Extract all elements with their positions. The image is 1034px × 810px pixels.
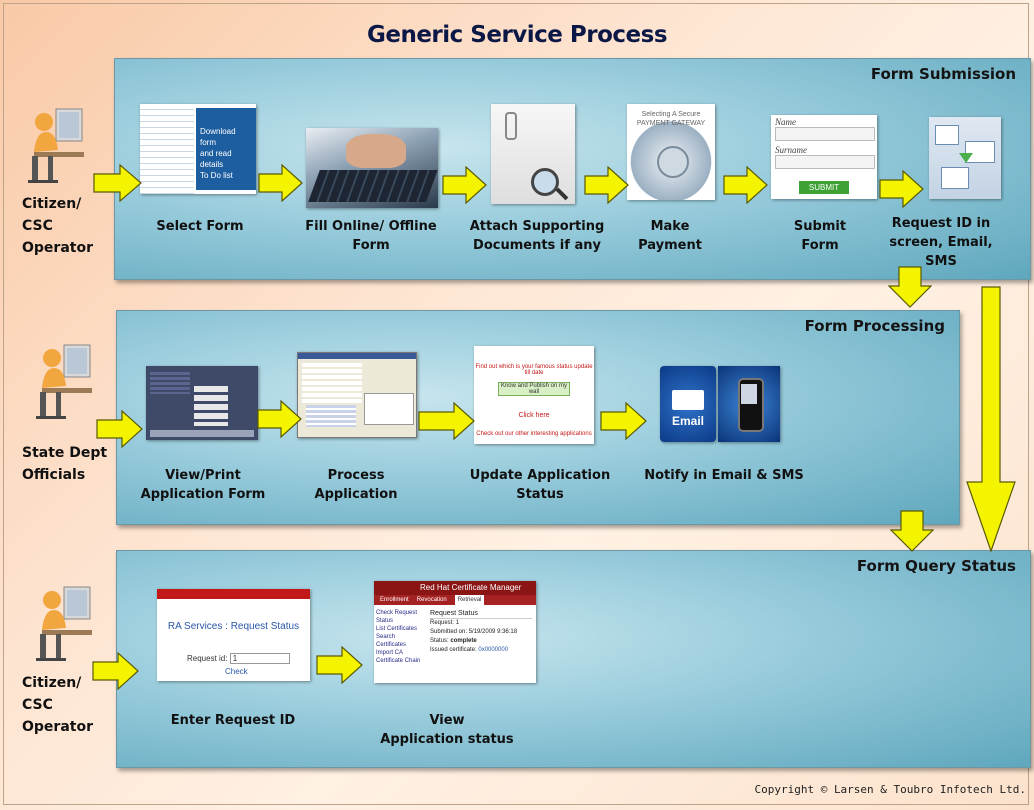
person-at-computer-icon xyxy=(36,586,92,661)
step-label-submit-form: Submit Form xyxy=(793,219,847,253)
panel-title: Form Processing xyxy=(804,317,945,335)
attach-document-image xyxy=(491,104,575,204)
arrow-right-icon xyxy=(93,164,142,202)
arrow-right-icon xyxy=(96,410,143,448)
step-label-update-status: Update Application Status xyxy=(469,468,611,502)
actor-citizen-csc-operator: Citizen/ CSC Operator xyxy=(22,196,93,256)
step-label-select-form: Select Form xyxy=(156,219,244,234)
step-label-enter-request-id: Enter Request ID xyxy=(170,713,296,728)
step-label-process-application: Process Application xyxy=(314,468,398,502)
keyboard-typing-image xyxy=(306,128,438,208)
view-application-form-image xyxy=(146,366,258,440)
arrow-right-icon xyxy=(879,170,924,208)
arrow-right-icon xyxy=(316,646,363,684)
update-status-image: Find out which is your famous status upd… xyxy=(474,346,594,444)
panel-title: Form Submission xyxy=(870,65,1016,83)
payment-gateway-image: Selecting A Secure PAYMENT GATEWAY xyxy=(627,104,715,200)
form-submission-panel: Form Submission xyxy=(114,58,1031,280)
arrow-right-icon xyxy=(418,402,475,440)
step-label-request-id: Request ID in screen, Email, SMS xyxy=(889,216,993,269)
mobile-sms-icon-image xyxy=(718,366,780,442)
submit-button: SUBMIT xyxy=(799,181,849,194)
actor-state-dept-officials: State Dept Officials xyxy=(22,445,108,483)
arrow-right-icon xyxy=(723,166,768,204)
step-label-notify: Notify in Email & SMS xyxy=(644,468,804,483)
select-form-image: Download form and read details To Do lis… xyxy=(140,104,256,194)
step-label-view-print: View/Print Application Form xyxy=(140,468,266,502)
arrow-down-icon xyxy=(888,266,932,308)
request-id-screen-image xyxy=(929,117,1001,199)
arrow-right-icon xyxy=(600,402,647,440)
email-icon-image: Email xyxy=(660,366,716,442)
step-label-attach-documents: Attach Supporting Documents if any xyxy=(469,219,605,253)
request-status-form-image: RA Services : Request Status Request id:… xyxy=(157,589,310,681)
process-application-dialog-image xyxy=(297,352,417,438)
step-label-make-payment: Make Payment xyxy=(638,219,702,253)
actor-citizen-csc-operator: Citizen/ CSC Operator xyxy=(22,675,93,735)
certificate-manager-image: Red Hat Certificate Manager Enrollment R… xyxy=(374,581,536,683)
arrow-down-icon xyxy=(890,510,934,552)
arrow-right-icon xyxy=(584,166,629,204)
arrow-right-icon xyxy=(442,166,487,204)
outer-frame xyxy=(3,3,1029,805)
person-at-computer-icon xyxy=(28,108,84,183)
long-arrow-down-icon xyxy=(966,286,1016,552)
copyright-text: Copyright © Larsen & Toubro Infotech Ltd… xyxy=(754,783,1026,796)
arrow-right-icon xyxy=(257,400,302,438)
arrow-right-icon xyxy=(92,652,139,690)
step-label-fill-form: Fill Online/ Offline Form xyxy=(305,219,437,253)
submit-form-image: Name Surname SUBMIT xyxy=(771,115,877,199)
person-at-computer-icon xyxy=(36,344,92,419)
diagram-title: Generic Service Process xyxy=(366,22,668,48)
panel-title: Form Query Status xyxy=(856,557,1016,575)
arrow-right-icon xyxy=(258,164,303,202)
step-label-view-status: View Application status xyxy=(380,713,514,747)
